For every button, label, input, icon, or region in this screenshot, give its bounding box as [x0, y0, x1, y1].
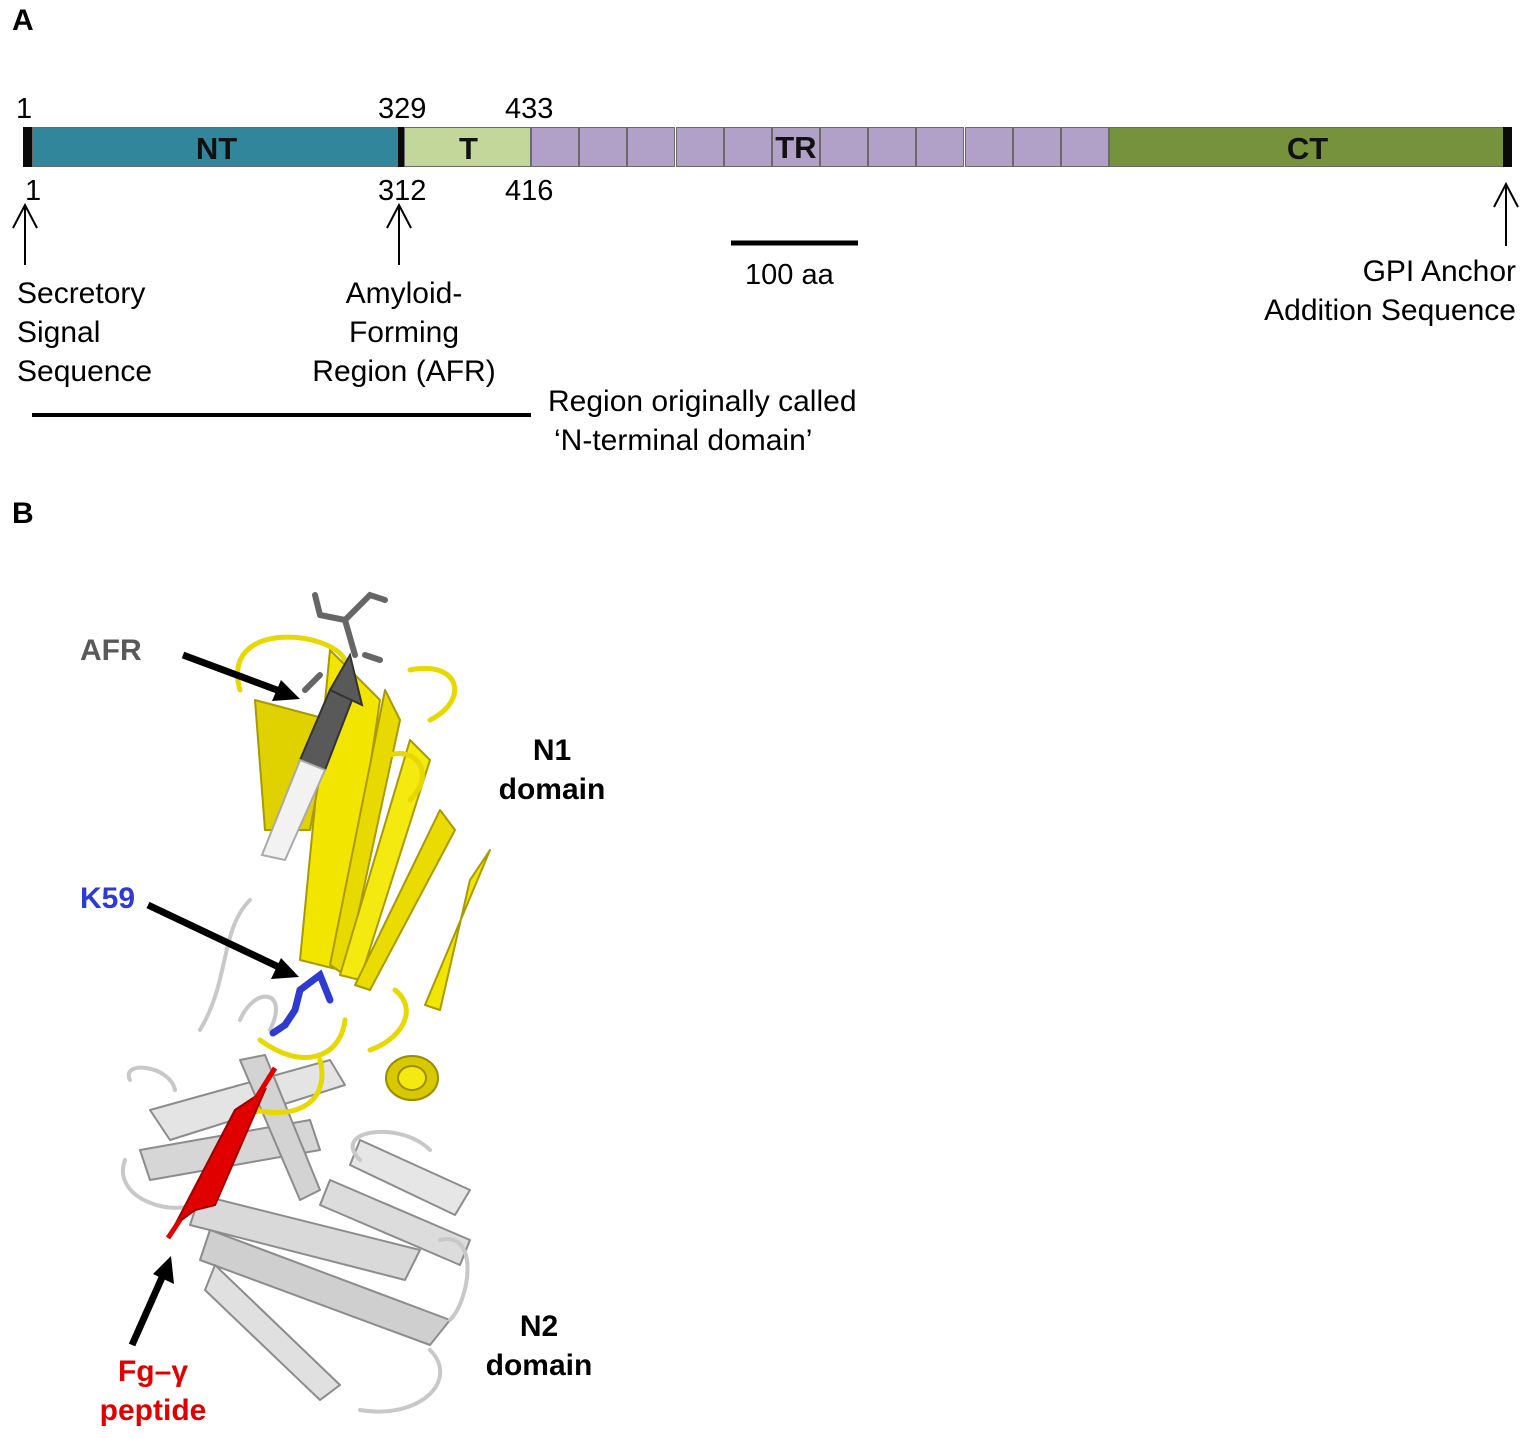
- n2-domain-label: N2 domain: [477, 1307, 601, 1385]
- tandem-repeat-box: [531, 127, 580, 167]
- afr-strand: [260, 652, 364, 862]
- afr-marker: [398, 127, 404, 167]
- segment-tr-label: TR: [775, 130, 817, 165]
- tandem-repeat-box: [1060, 127, 1109, 167]
- panel-a-graphics: [12, 181, 1519, 417]
- gpi-arrow-icon: [1493, 181, 1519, 246]
- fg-peptide-strand: [165, 1066, 278, 1240]
- bottom-number-t-end: 416: [505, 175, 554, 207]
- segment-ct-label: CT: [1286, 131, 1329, 166]
- tandem-repeat-box: [868, 127, 917, 167]
- tandem-repeat-box: [916, 127, 965, 167]
- tandem-repeat-box: [964, 127, 1013, 167]
- secretory-label-line-2: Signal: [17, 316, 101, 349]
- panel-b-letter: B: [12, 497, 34, 530]
- gpi-anchor-label: GPI Anchor Addition Sequence: [1264, 252, 1516, 330]
- n1-helix: [385, 1055, 439, 1101]
- region-label-line-1: Region originally called: [548, 385, 857, 418]
- secretory-signal-block: [23, 127, 32, 167]
- amyloid-label-line-2: Forming: [348, 316, 460, 349]
- tandem-repeat-box: [1012, 127, 1061, 167]
- afr-pointer-arrow-icon: [181, 651, 300, 701]
- secretory-signal-label: Secretory Signal Sequence: [17, 274, 152, 391]
- scale-bar-label: 100 aa: [745, 259, 834, 291]
- gpi-anchor-block: [1503, 127, 1512, 167]
- tandem-repeat-box: [579, 127, 628, 167]
- k59-pointer-arrow-icon: [146, 901, 299, 979]
- fg-pointer-arrow-icon: [128, 1256, 174, 1347]
- gpi-label-line-2: Addition Sequence: [1264, 294, 1516, 327]
- afr-label: AFR: [80, 634, 142, 667]
- segment-t: T: [404, 127, 531, 167]
- tandem-repeat-box: [820, 127, 869, 167]
- secretory-label-line-3: Sequence: [17, 355, 153, 388]
- fg-peptide-label: Fg–γ peptide: [88, 1352, 218, 1430]
- tandem-repeat-box: [627, 127, 676, 167]
- k59-residue: [269, 969, 334, 1037]
- segment-nt: NT: [32, 127, 399, 167]
- tandem-repeat-box: [723, 127, 772, 167]
- amyloid-label-line-3: Region (AFR): [312, 355, 496, 388]
- segment-nt-label: NT: [195, 131, 238, 166]
- n2-label-line-2: domain: [485, 1349, 593, 1382]
- segment-t-label: T: [459, 131, 478, 166]
- segment-ct: CT: [1109, 127, 1504, 167]
- n1-label-line-1: N1: [532, 734, 572, 767]
- fg-label-line-2: peptide: [99, 1394, 207, 1427]
- secretory-label-line-1: Secretory: [17, 277, 146, 310]
- n1-domain-label: N1 domain: [490, 731, 614, 809]
- region-label-line-2: ‘N-terminal domain’: [554, 424, 813, 457]
- n1-label-line-2: domain: [498, 773, 606, 806]
- bottom-number-start: 1: [25, 175, 42, 207]
- gpi-label-line-1: GPI Anchor: [1362, 255, 1516, 288]
- n2-label-line-1: N2: [519, 1310, 559, 1343]
- afr-sidechains: [302, 591, 388, 693]
- amyloid-label-line-1: Amyloid-: [345, 277, 463, 310]
- amyloid-region-label: Amyloid- Forming Region (AFR): [303, 274, 505, 391]
- k59-label: K59: [80, 882, 136, 915]
- tandem-repeat-box: [771, 127, 820, 167]
- n1-domain-loops: [235, 634, 458, 1116]
- top-number-t-end: 433: [505, 93, 554, 125]
- top-number-start: 1: [16, 93, 33, 125]
- secretory-arrow-icon: [12, 202, 38, 265]
- tandem-repeat-box: [675, 127, 724, 167]
- amyloid-arrow-icon: [386, 202, 412, 265]
- n2-domain-ribbon: [139, 1054, 471, 1401]
- protein-structure-illustration: [120, 591, 491, 1414]
- panel-a-letter: A: [12, 4, 34, 37]
- fg-label-line-1: Fg–γ: [117, 1355, 189, 1388]
- n-terminal-region-label: Region originally called ‘N-terminal dom…: [548, 382, 857, 460]
- bottom-number-t-start: 312: [378, 175, 427, 207]
- n1-domain-ribbon: [254, 649, 491, 1011]
- top-number-t-start: 329: [378, 93, 427, 125]
